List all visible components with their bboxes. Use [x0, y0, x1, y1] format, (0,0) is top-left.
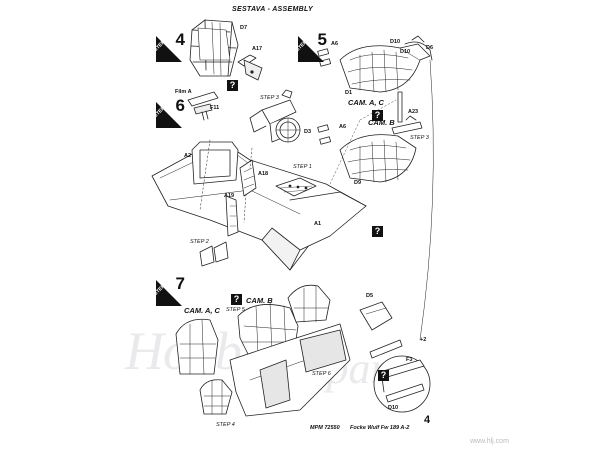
label-step4: STEP 4: [216, 422, 235, 428]
label-d1: D1: [345, 90, 353, 96]
label-a17: A17: [252, 46, 263, 52]
canopy-rear: [287, 284, 331, 323]
watermark-url: www.hlj.com: [470, 438, 509, 445]
label-step3-a: STEP 3: [260, 95, 279, 101]
label-a1: A1: [314, 221, 322, 227]
question-mark-icon: ?: [227, 80, 238, 91]
label-a23: A23: [408, 109, 419, 115]
gun-detail-circle: [373, 355, 431, 413]
label-d5: D5: [366, 293, 374, 299]
machine-guns-top: [369, 339, 403, 359]
label-d9: D9: [354, 180, 362, 186]
label-d10-bottom: D10: [388, 405, 399, 411]
fuselage-lower: [229, 323, 351, 417]
label-d7: D7: [240, 25, 248, 31]
page-title: SESTAVA - ASSEMBLY: [232, 6, 313, 13]
page-number: 4: [424, 414, 431, 426]
label-a2: A2: [184, 153, 192, 159]
rear-gun-mount: [249, 89, 301, 143]
part-a23: [391, 91, 423, 135]
part-a17: [237, 54, 263, 81]
canopy-frame-top: [189, 19, 239, 77]
label-a18: A18: [258, 171, 269, 177]
label-step6: STEP 6: [312, 371, 331, 377]
label-d6: D6: [426, 45, 434, 51]
pedals-step2: [199, 241, 229, 267]
part-film-a: [187, 91, 219, 121]
bulkhead-a2: [191, 141, 239, 185]
label-d10-top: D10: [390, 39, 401, 45]
fuselage-section-d1: [339, 43, 431, 93]
guide-line-right: [419, 59, 434, 341]
label-d10-mid: D10: [400, 49, 411, 55]
nose-cone-d5: [359, 301, 393, 331]
label-f3: F3: [406, 357, 413, 363]
footer-model: Focke Wulf Fw 189 A-2: [350, 425, 410, 431]
label-d3: D3: [304, 129, 312, 135]
label-step3-b: STEP 3: [410, 135, 429, 141]
label-plus2: +2: [420, 337, 427, 343]
question-mark-icon: ?: [372, 110, 383, 121]
label-step2: STEP 2: [190, 239, 209, 245]
question-mark-icon: ?: [372, 226, 383, 237]
label-step1: STEP 1: [293, 164, 312, 170]
canopy-cam-ac: [175, 318, 219, 375]
camera-label-b-top: CAM. B: [368, 118, 395, 127]
label-film-a: Film A: [175, 89, 192, 95]
instrument-panel: [275, 177, 317, 197]
part-a6-mid: [317, 124, 332, 145]
part-a19: [225, 195, 239, 237]
fuselage-floor-a1: [151, 147, 367, 271]
camera-label-ac-bottom: CAM. A, C: [184, 306, 220, 315]
seat-a18: [239, 159, 257, 197]
question-mark-icon: ?: [378, 370, 389, 381]
footer-code: MPM 72550: [310, 425, 340, 431]
fuselage-section-d9: [339, 134, 417, 183]
camera-label-b-bottom: CAM. B: [246, 296, 273, 305]
nose-glazing: [199, 379, 233, 415]
part-d6-rod: [404, 35, 433, 61]
question-mark-icon: ?: [231, 294, 242, 305]
label-f11: F11: [210, 105, 220, 111]
label-a6-top: A6: [331, 41, 339, 47]
guide-lines-dashed: [199, 139, 253, 223]
label-a6-mid: A6: [339, 124, 347, 130]
label-a19: A19: [224, 193, 235, 199]
label-step5: STEP 5: [226, 307, 245, 313]
camera-label-ac-top: CAM. A, C: [348, 98, 384, 107]
